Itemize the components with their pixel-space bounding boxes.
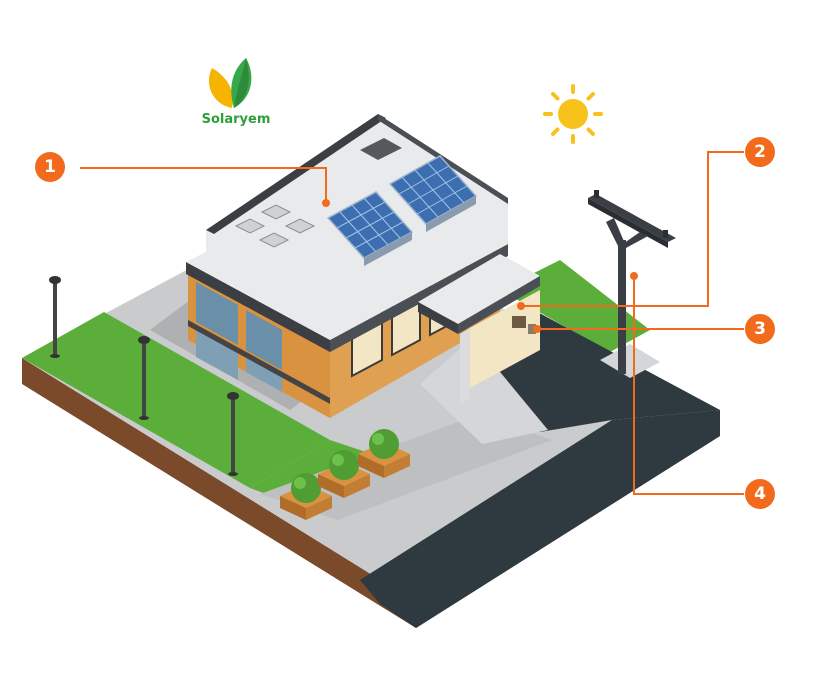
callout-badge-1: 1: [35, 152, 65, 182]
callout-dot-3: [533, 325, 541, 333]
callout-line-4: [633, 276, 744, 495]
callout-line-2: [522, 151, 744, 307]
callout-number: 1: [44, 157, 56, 177]
callout-badge-3: 3: [745, 314, 775, 344]
planter: [318, 450, 370, 498]
planter: [280, 473, 332, 520]
solar-panel-array: [326, 155, 478, 266]
callout-badge-2: 2: [745, 137, 775, 167]
callout-number: 3: [754, 319, 766, 339]
leaf-logo-icon: [208, 58, 252, 108]
sun-icon: [543, 84, 603, 144]
street-lamp-icon: [138, 336, 150, 420]
callout-dots: [322, 199, 638, 333]
callout-dot-4: [630, 272, 638, 280]
callout-lines: [80, 151, 744, 495]
street-lamp-icon: [227, 392, 239, 476]
street-lamp-icon: [49, 276, 61, 358]
callout-line-1: [80, 167, 327, 200]
callout-number: 4: [754, 484, 766, 504]
planter: [358, 429, 410, 478]
callout-dot-1: [322, 199, 330, 207]
brand-name: Solaryem: [201, 112, 271, 127]
callout-dot-2: [517, 302, 525, 310]
callout-number: 2: [754, 142, 766, 162]
callout-badge-4: 4: [745, 479, 775, 509]
